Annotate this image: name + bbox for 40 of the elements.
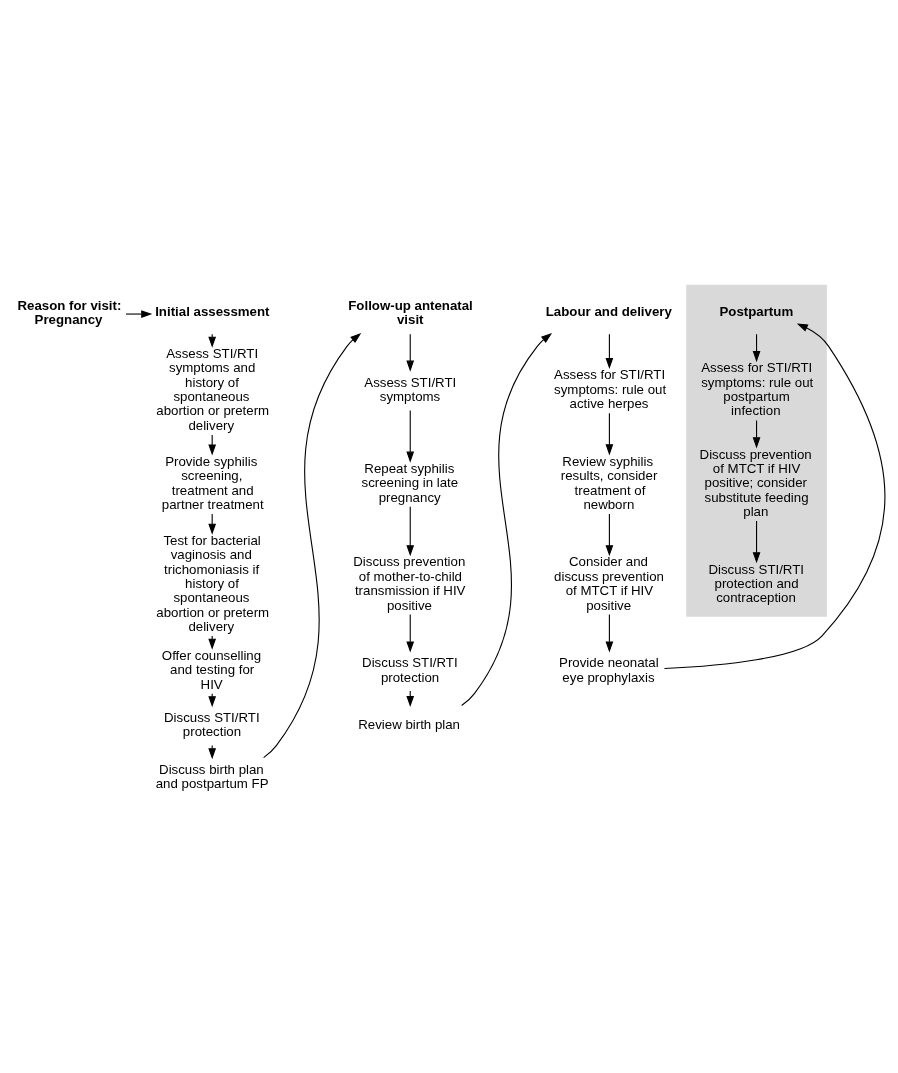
arrow [752,520,761,563]
node-text: Initial assessment [155,303,270,319]
node-text: Offer counselling and testing for HIV [161,647,262,692]
arrow [605,613,614,652]
arrow [406,333,415,372]
node-text: Assess for STI/RTI symptoms: rule out active herpes [554,366,667,411]
node-text: Discuss STI/RTI protection [164,709,260,739]
node-text: Assess STI/RTI symptoms [364,374,457,404]
node-text: Follow-up antenatal visit [348,297,473,327]
node-text: Review birth plan [358,716,460,732]
node-text: Discuss STI/RTI protection [362,654,458,685]
node-text: Postpartum [719,303,794,319]
arrow [406,409,415,463]
cluster [686,284,827,617]
arrow [605,333,614,369]
node-text: Reason for visit: Pregnancy [17,297,122,327]
node-text: Assess for STI/RTI symptoms: rule out postpartum infection [701,359,814,418]
node-text: Discuss prevention of MTCT if HIV positive; consider substitute feeding plan [699,446,812,519]
arrow [208,635,217,650]
arrow [406,613,415,652]
arrow [461,332,553,706]
node-text: Consider and discuss prevention of MTCT if HIV positive [554,553,664,613]
node-text: Test for bacterial vaginosis and trichomoniasis if history of spontaneous abortion or preterm delivery [156,532,270,634]
node-text: Labour and delivery [545,303,672,319]
node-text: Repeat syphilis screening in late pregnancy [361,460,459,505]
arrow [663,322,886,669]
arrow [208,512,217,535]
node-text: Discuss birth plan and postpartum FP [155,761,269,791]
node-text: Discuss STI/RTI protection and contraception [708,561,804,605]
node-text: Provide syphilis screening, treatment and partner treatment [161,453,264,512]
node-text: Discuss prevention of mother-to-child transmission if HIV positive [353,553,466,613]
arrow [406,505,415,556]
node-text: Review syphilis results, consider treatment of newborn [560,453,658,512]
arrow [263,332,362,758]
node-text: Provide neonatal eye prophylaxis [559,654,659,685]
arrow [125,309,153,318]
arrow [208,333,217,348]
arrow [605,512,614,556]
node-text: Assess STI/RTI symptoms and history of spontaneous abortion or preterm delivery [156,345,270,433]
arrow [605,412,614,455]
